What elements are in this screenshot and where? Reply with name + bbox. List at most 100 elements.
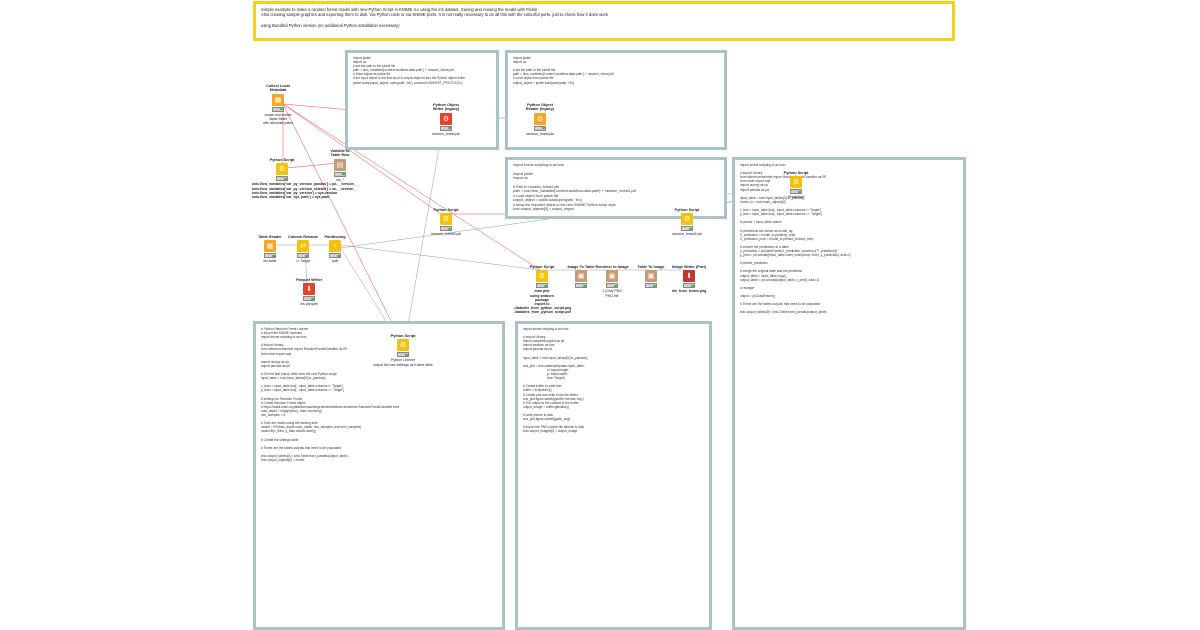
node-status bbox=[276, 176, 288, 182]
node-title: Variable to Table Row bbox=[330, 149, 350, 158]
python-icon: ⚙ bbox=[276, 163, 288, 176]
node-title: Table To Image bbox=[637, 265, 665, 269]
node-title: Renderer to Image bbox=[595, 265, 629, 269]
node-label: => Target bbox=[295, 259, 311, 264]
node-title: Parquet Writer bbox=[295, 278, 323, 282]
annotation-learner-code: # Python Random Forest Learner # Import … bbox=[253, 321, 505, 630]
node-title: Collect Local Metadata bbox=[266, 84, 290, 93]
node-image-writer-port[interactable]: Image Writer (Port) ⬇ iris_from_knime.pn… bbox=[659, 265, 719, 294]
wire bbox=[304, 244, 308, 289]
python-writer-icon: ⚙ bbox=[440, 112, 452, 125]
node-title: Python Object Reader (legacy) bbox=[525, 103, 555, 112]
node-title: Python Script bbox=[674, 208, 700, 212]
node-title: Python Script bbox=[390, 334, 416, 338]
wire bbox=[282, 103, 541, 271]
node-python-object-reader[interactable]: Python Object Reader (legacy) ⚙ random_f… bbox=[510, 103, 570, 136]
node-status bbox=[334, 171, 346, 177]
node-title: Image To Table bbox=[567, 265, 595, 269]
wire bbox=[339, 244, 541, 271]
metadata-icon: ▦ bbox=[272, 93, 284, 106]
variable-icon: ▤ bbox=[334, 158, 346, 171]
node-status bbox=[681, 226, 693, 232]
node-status bbox=[790, 189, 802, 195]
node-title: Python Script bbox=[529, 265, 555, 269]
description-line: Also creating sample graphics and export… bbox=[261, 12, 608, 18]
node-title: Python Script bbox=[783, 171, 809, 175]
python-reader-icon: ⚙ bbox=[534, 112, 546, 125]
node-parquet-writer[interactable]: Parquet Writer ⬇ iris.parquet bbox=[279, 278, 339, 307]
node-label: Prediction bbox=[788, 195, 804, 200]
node-python-script-save[interactable]: Python Script ⚙ random_forest2.pkl bbox=[416, 208, 476, 237]
node-status bbox=[645, 283, 657, 289]
image-table-icon: ▣ bbox=[575, 270, 587, 283]
node-label: random_forest.pkl bbox=[431, 131, 460, 136]
partition-icon: ÷ bbox=[329, 240, 341, 253]
node-title: Python Script bbox=[269, 158, 295, 162]
node-table-to-image[interactable]: Table To Image ▣ bbox=[621, 265, 681, 289]
node-status bbox=[683, 283, 695, 289]
node-status bbox=[536, 283, 548, 289]
node-partitioning[interactable]: Partitioning ÷ split bbox=[305, 235, 365, 264]
node-python-script-plot[interactable]: Python Script ⚙ train plot using seaborn… bbox=[512, 265, 572, 315]
node-label: random_forest.pkl bbox=[525, 131, 554, 136]
writer-icon: ⬇ bbox=[303, 283, 315, 296]
description-line: using Bundled Python version (no additio… bbox=[261, 22, 400, 28]
node-title: Image Writer (Port) bbox=[671, 265, 707, 269]
annotation-plot-code: import knime.scripting.io as knio # Impo… bbox=[515, 321, 712, 630]
node-title: Table Reader bbox=[258, 235, 282, 239]
node-label: train plot using seaborn package export … bbox=[512, 289, 572, 315]
node-status bbox=[606, 283, 618, 289]
node-label: knio.flow_variables['var_py_version_pand… bbox=[252, 182, 358, 200]
rename-icon: ⇄ bbox=[297, 240, 309, 253]
node-collect-local-metadata[interactable]: Collect Local Metadata ▦ locate and crea… bbox=[248, 84, 308, 125]
node-table-reader[interactable]: Table Reader ▦ iris table bbox=[240, 235, 300, 264]
table-image-icon: ▣ bbox=[645, 270, 657, 283]
node-python-script-load[interactable]: Python Script ⚙ random_forest2.pkl bbox=[657, 208, 717, 237]
node-label: random_forest2.pkl bbox=[672, 232, 702, 237]
python-icon: ⚙ bbox=[536, 270, 548, 283]
node-variable-to-table-row[interactable]: Variable to Table Row ▤ var_* bbox=[310, 149, 370, 182]
node-column-rename[interactable]: Column Rename ⇄ => Target bbox=[273, 235, 333, 264]
description-annotation: Simple example to make a random forest m… bbox=[253, 1, 955, 41]
node-python-script-paths[interactable]: Python Script ⚙ knio.flow_variables['var… bbox=[252, 158, 358, 200]
node-status bbox=[575, 283, 587, 289]
python-icon: ⚙ bbox=[397, 339, 409, 352]
node-title: Partitioning bbox=[324, 235, 346, 239]
renderer-icon: ▣ bbox=[606, 270, 618, 283]
node-status bbox=[272, 106, 284, 112]
annotation-object-reader: import pickle import os # set the path t… bbox=[505, 50, 727, 150]
node-python-script-predict[interactable]: Python Script ⚙ Prediction bbox=[766, 171, 826, 200]
node-image-to-table[interactable]: Image To Table ▣ bbox=[551, 265, 611, 289]
node-status bbox=[329, 253, 341, 259]
python-icon: ⚙ bbox=[790, 176, 802, 189]
node-label: iris table bbox=[263, 259, 277, 264]
node-status bbox=[303, 296, 315, 302]
node-python-object-writer[interactable]: Python Object Writer (legacy) ⚙ random_f… bbox=[416, 103, 476, 136]
node-title: Python Object Writer (legacy) bbox=[432, 103, 460, 112]
node-label: iris_from_knime.png bbox=[671, 289, 707, 294]
node-label: Python Learner output the tree settings … bbox=[373, 358, 433, 367]
node-title: Column Rename bbox=[288, 235, 318, 239]
node-label: iris.parquet bbox=[300, 302, 318, 307]
node-label: locate and create /data/ folder with abs… bbox=[263, 112, 293, 126]
node-title: Python Script bbox=[433, 208, 459, 212]
wire bbox=[404, 119, 445, 343]
python-icon: ⚙ bbox=[440, 213, 452, 226]
node-status bbox=[397, 352, 409, 358]
node-status bbox=[440, 125, 452, 131]
wire bbox=[282, 103, 442, 215]
node-status bbox=[440, 226, 452, 232]
node-renderer-to-image[interactable]: Renderer to Image ▣ 1 (Only PNG PNG file bbox=[582, 265, 642, 298]
node-status bbox=[297, 253, 309, 259]
image-writer-icon: ⬇ bbox=[683, 270, 695, 283]
node-label: split bbox=[331, 259, 339, 264]
node-status bbox=[534, 125, 546, 131]
node-label: 1 (Only PNG PNG file bbox=[602, 289, 622, 298]
wire bbox=[286, 162, 339, 169]
annotation-prediction-code: import knime.scripting.io as knio # Impo… bbox=[732, 157, 966, 630]
node-python-script-learner[interactable]: Python Script ⚙ Python Learner output th… bbox=[373, 334, 433, 367]
description-line: Simple example to make a random forest m… bbox=[261, 7, 538, 12]
annotation-object-writer: import pickle import os # set the path t… bbox=[345, 50, 499, 150]
node-label: random_forest2.pkl bbox=[431, 232, 461, 237]
python-icon: ⚙ bbox=[681, 213, 693, 226]
